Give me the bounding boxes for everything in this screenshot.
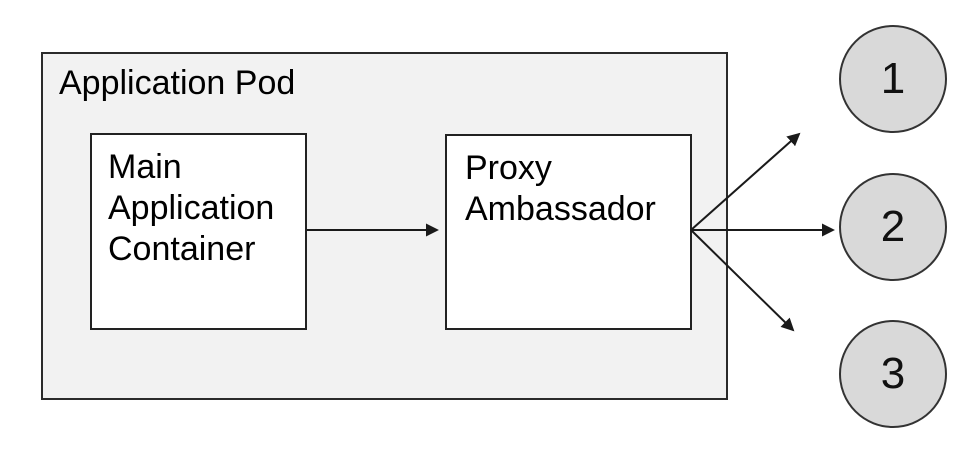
proxy-ambassador-label: Proxy Ambassador bbox=[465, 149, 656, 228]
main-application-container-label: Main Application Container bbox=[108, 148, 275, 268]
endpoint-node-3: 3 bbox=[839, 320, 947, 428]
application-pod-label: Application Pod bbox=[59, 64, 296, 102]
endpoint-node-3-label: 3 bbox=[880, 349, 906, 398]
endpoint-node-1: 1 bbox=[839, 25, 947, 133]
endpoint-node-1-label: 1 bbox=[880, 54, 906, 103]
main-application-container-box: Main Application Container bbox=[90, 133, 307, 330]
endpoint-node-2-label: 2 bbox=[880, 202, 906, 251]
endpoint-node-2: 2 bbox=[839, 173, 947, 281]
proxy-ambassador-box: Proxy Ambassador bbox=[445, 134, 692, 330]
application-pod-boundary: Application Pod Main Application Contain… bbox=[41, 52, 728, 400]
